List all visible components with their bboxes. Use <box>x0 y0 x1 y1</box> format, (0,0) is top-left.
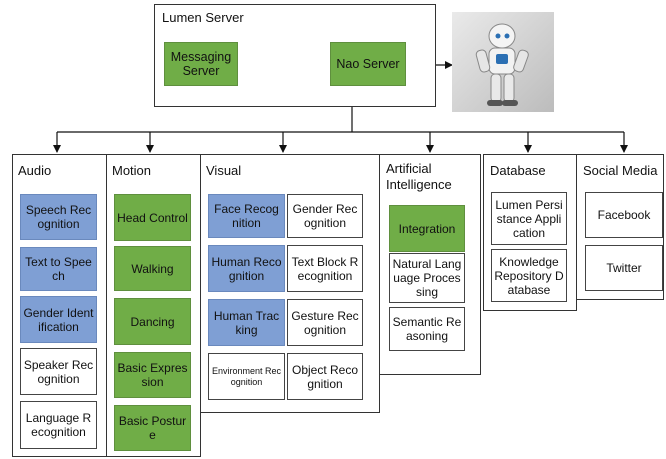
motion-item: Basic Expression <box>114 352 191 398</box>
audio-item: Speaker Recognition <box>20 348 97 395</box>
social-title: Social Media <box>583 163 658 178</box>
motion-item: Dancing <box>114 298 191 345</box>
visual-item: Gesture Recognition <box>287 299 363 346</box>
ai-item: Natural Language Processing <box>389 253 465 303</box>
motion-item: Walking <box>114 246 191 291</box>
visual-item: Human Tracking <box>208 299 285 346</box>
audio-item: Text to Speech <box>20 247 97 291</box>
database-item: Knowledge Repository Database <box>491 249 567 302</box>
lumen-server-title: Lumen Server <box>162 10 244 25</box>
motion-item: Basic Posture <box>114 405 191 451</box>
audio-title: Audio <box>18 163 52 178</box>
visual-item: Human Recognition <box>208 245 285 292</box>
messaging-server-node: Messaging Server <box>164 42 238 86</box>
visual-item: Face Recognition <box>208 194 285 238</box>
social-item: Twitter <box>585 245 663 291</box>
visual-title: Visual <box>206 163 242 178</box>
ai-item: Integration <box>389 205 465 252</box>
database-title: Database <box>490 163 546 178</box>
nao-server-node: Nao Server <box>330 42 406 86</box>
ai-title: Artificial Intelligence <box>386 161 452 192</box>
motion-title: Motion <box>112 163 152 178</box>
nao-robot-image <box>452 12 554 112</box>
audio-item: Language Recognition <box>20 401 97 449</box>
social-item: Facebook <box>585 192 663 238</box>
audio-item: Speech Recognition <box>20 194 97 240</box>
ai-item: Semantic Reasoning <box>389 307 465 351</box>
motion-item: Head Control <box>114 194 191 241</box>
visual-item: Text Block Recognition <box>287 245 363 292</box>
robot-icon <box>475 23 529 106</box>
visual-item: Object Recognition <box>287 353 363 400</box>
visual-item: Gender Recognition <box>287 194 363 238</box>
database-item: Lumen Persistance Application <box>491 192 567 245</box>
visual-item: Environment Recognition <box>208 353 285 400</box>
audio-item: Gender Identification <box>20 296 97 343</box>
